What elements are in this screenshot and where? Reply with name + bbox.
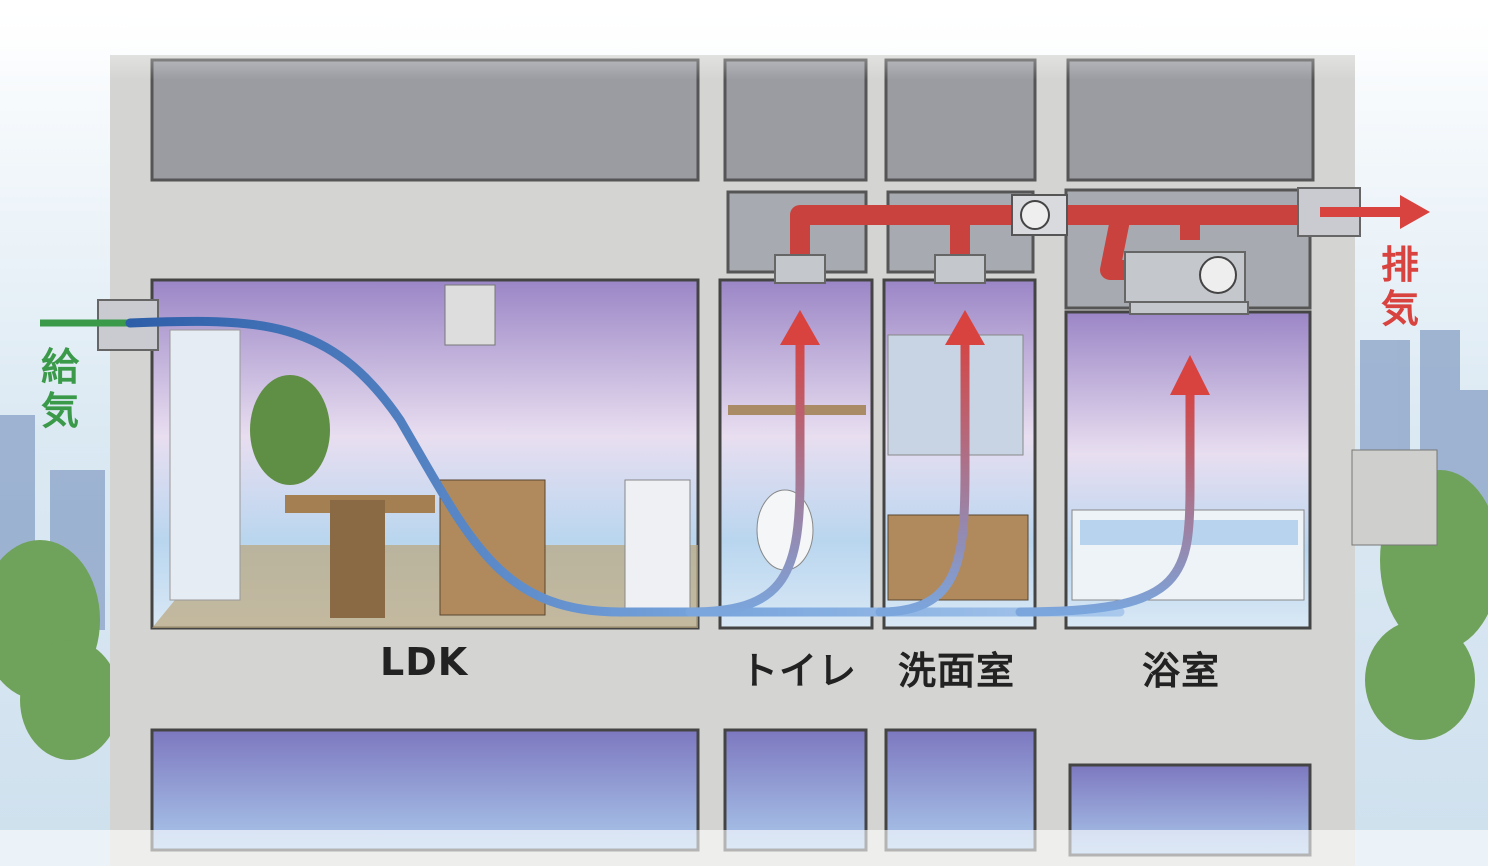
- airflow-paths: [125, 316, 1195, 617]
- supply-airflow: [125, 316, 1125, 617]
- exhaust-ducts: [790, 205, 1320, 280]
- room-label-toilet: トイレ: [740, 649, 858, 693]
- room-label-bathroom: 浴室: [1142, 649, 1221, 693]
- washroom-airflow: [875, 325, 970, 617]
- fan-icon: [1199, 256, 1237, 294]
- toilet-airflow: [685, 325, 805, 617]
- fan-units: [1011, 194, 1237, 294]
- exhaust-label: 排気: [1380, 243, 1419, 331]
- supply-label: 給気: [40, 345, 79, 433]
- room-label-ldk: LDK: [380, 640, 469, 684]
- exhaust-arrow-icon: [1400, 195, 1430, 229]
- airflow-arrowheads: [780, 310, 1210, 395]
- balcony: [1351, 449, 1438, 546]
- bathroom-airflow: [1015, 380, 1195, 617]
- room-label-washroom: 洗面室: [898, 649, 1016, 693]
- toilet-and-fixtures: [728, 334, 1305, 601]
- fan-icon: [1020, 200, 1050, 230]
